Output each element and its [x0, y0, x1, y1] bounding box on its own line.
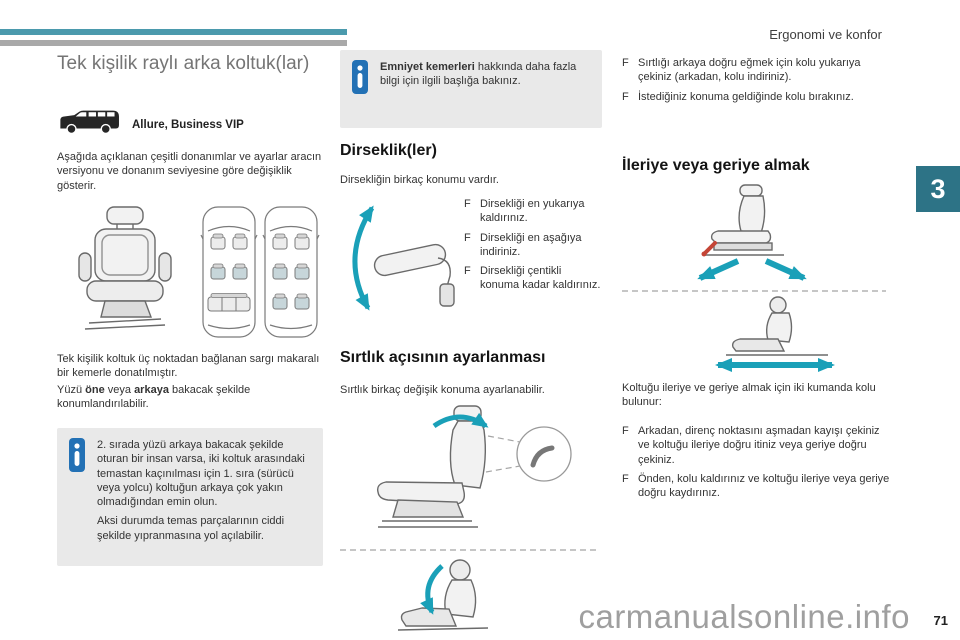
list-item: F Sırtlığı arkaya doğru eğmek için kolu …: [622, 57, 861, 84]
arrow-bullet-icon: F: [622, 472, 629, 485]
list-item: F Dirsekliği çentikli konuma kadar kaldı…: [464, 265, 601, 292]
belt-text: Tek kişilik koltuk üç noktadan bağlanan …: [57, 353, 320, 380]
list-item: F Dirsekliği en yukarıya kaldırınız.: [464, 198, 585, 225]
page-number: 71: [933, 613, 948, 628]
trim-label: Allure, Business VIP: [132, 119, 244, 131]
trim-badge: Allure, Business VIP: [58, 110, 244, 140]
info-text: Emniyet kemerleri hakkında daha fazla bi…: [380, 61, 577, 88]
belt-position-text: Yüzü öne veya arkaya bakacak şekilde kon…: [57, 383, 251, 410]
slide-intro: Koltuğu ileriye ve geriye almak için iki…: [622, 382, 876, 409]
seat-versions-illustration: [78, 206, 320, 338]
armrest-illustration: [352, 205, 455, 311]
arrow-bullet-icon: F: [622, 90, 629, 103]
seatbelt-info-box: Emniyet kemerleri hakkında daha fazla bi…: [340, 50, 602, 128]
backrest-adjust-illustration: [340, 405, 600, 631]
arrow-bullet-icon: F: [622, 425, 629, 437]
backrest-intro: Sırtlık birkaç değişik konuma ayarlanabi…: [340, 384, 545, 396]
armrest-heading: Dirseklik(ler): [340, 142, 437, 159]
top-gray-bar: [0, 40, 347, 46]
list-item: F Önden, kolu kaldırınız ve koltuğu iler…: [622, 472, 890, 500]
list-item: F Arkadan, direnç noktasını aşmadan kayı…: [622, 425, 880, 466]
section-header: Ergonomi ve konfor: [769, 27, 882, 42]
belt-paragraphs: Tek kişilik koltuk üç noktadan bağlanan …: [57, 352, 325, 411]
list-item: F İstediğiniz konuma geldiğinde kolu bır…: [622, 90, 854, 103]
van-icon: [58, 110, 122, 140]
list-item: F Dirsekliği en aşağıya indiriniz.: [464, 231, 582, 258]
info-icon: [352, 60, 368, 118]
arrow-bullet-icon: F: [464, 265, 471, 278]
backrest-bullet-list: F Sırtlığı arkaya doğru eğmek için kolu …: [622, 56, 894, 104]
info-icon: [69, 438, 85, 556]
arrow-bullet-icon: F: [464, 231, 471, 244]
slide-bullet-list: F Arkadan, direnç noktasını aşmadan kayı…: [622, 424, 894, 500]
chapter-tab: 3: [916, 166, 960, 212]
seat-slide-illustration: [622, 184, 886, 372]
armrest-bullet-list: F Dirsekliği en yukarıya kaldırınız. F D…: [464, 197, 602, 293]
warning-info-box: 2. sırada yüzü arkaya bakacak şekilde ot…: [57, 428, 323, 566]
backrest-heading: Sırtlık açısının ayarlanması: [340, 349, 546, 366]
info-text: 2. sırada yüzü arkaya bakacak şekilde ot…: [97, 439, 305, 542]
armrest-intro: Dirsekliğin birkaç konumu vardır.: [340, 174, 499, 186]
top-accent-bar: [0, 29, 347, 35]
intro-paragraph: Aşağıda açıklanan çeşitli donanımlar ve …: [57, 151, 322, 192]
arrow-bullet-icon: F: [464, 198, 471, 210]
arrow-bullet-icon: F: [622, 57, 629, 69]
page-title: Tek kişilik raylı arka koltuk(lar): [57, 53, 310, 74]
slide-heading: İleriye veya geriye almak: [622, 157, 810, 174]
watermark: carmanualsonline.info: [578, 598, 910, 635]
